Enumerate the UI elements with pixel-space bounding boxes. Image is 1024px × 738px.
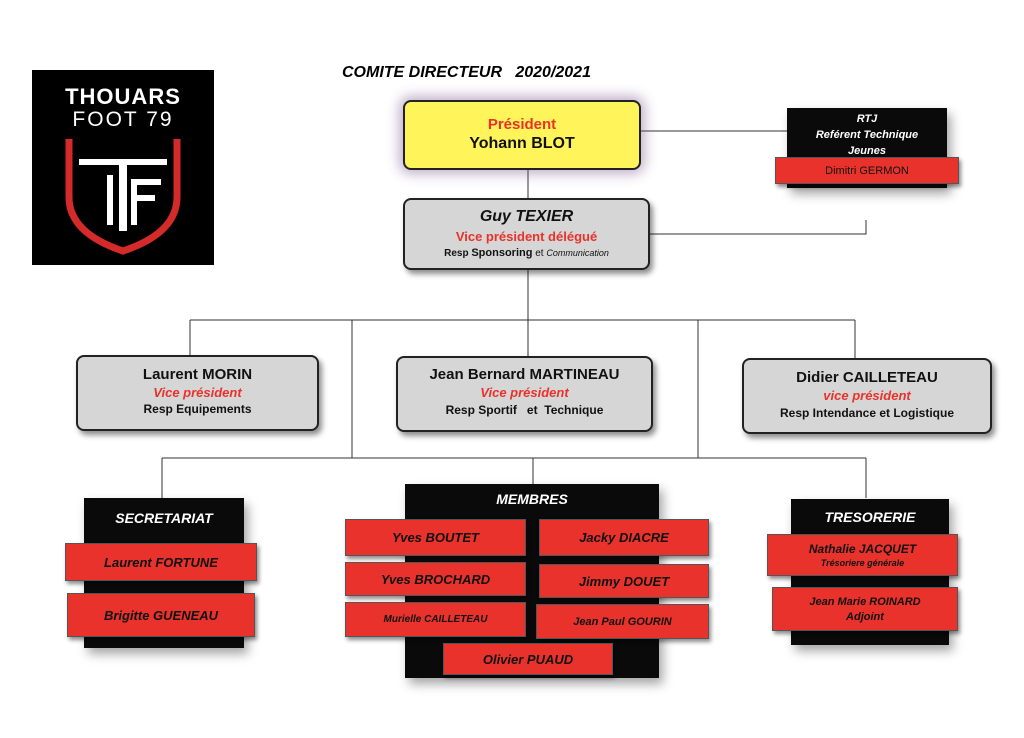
vp-delegue-resp-d: Communication [546,248,609,258]
member-name: Jean Marie ROINARD [809,595,921,608]
member-name: Jimmy DOUET [578,573,670,589]
member-name: Yves BOUTET [392,530,479,545]
rtj-line1: RTJ [856,113,878,125]
vp-box-3: Didier CAILLETEAU vice président Resp In… [742,358,992,434]
membres-member-2: Jacky DIACRE [539,519,709,556]
member-role: Adjoint [846,610,884,623]
vp-resp: Resp Sportif et Technique [445,403,604,417]
member-name: Nathalie JACQUET [808,542,917,556]
rtj-member-name: Dimitri GERMON [825,164,909,177]
rtj-member: Dimitri GERMON [775,157,959,184]
membres-member-3: Yves BROCHARD [345,562,526,596]
vp-resp: Resp Equipements [143,402,252,416]
membres-member-1: Yves BOUTET [345,519,526,556]
vp-delegue-box: Guy TEXIER Vice président délégué Resp S… [403,198,650,270]
president-name: Yohann BLOT [469,135,575,152]
logo-line2: FOOT 79 [72,108,174,131]
vp-role: Vice président [480,385,569,400]
membres-member-6: Jean Paul GOURIN [536,604,709,639]
club-logo: THOUARS FOOT 79 [32,70,214,265]
vp-box-2: Jean Bernard MARTINEAU Vice président Re… [396,356,653,432]
vp-box-1: Laurent MORIN Vice président Resp Equipe… [76,355,319,431]
secretariat-member-1: Laurent FORTUNE [65,543,257,581]
secretariat-member-2: Brigitte GUENEAU [67,593,255,637]
logo-line1: THOUARS [65,84,181,109]
vp-resp: Resp Intendance et Logistique [779,406,955,420]
member-name: Olivier PUAUD [482,651,574,667]
member-name: Murielle CAILLETEAU [383,614,488,625]
vp-delegue-resp-a: Resp [444,248,472,259]
vp-name: Jean Bernard MARTINEAU [429,366,620,383]
tf-crest-icon [65,139,181,255]
vp-delegue-role: Vice président délégué [455,229,598,244]
vp-delegue-resp-b: Sponsoring [471,247,533,259]
page-title: COMITE DIRECTEUR 2020/2021 [342,64,591,81]
vp-role: vice président [823,388,911,403]
rtj-line3: Jeunes [848,145,886,157]
rtj-line2: Reférent Technique [815,129,919,141]
membres-member-7: Olivier PUAUD [443,643,613,675]
vp-role: Vice président [153,385,242,400]
tresorerie-member-1: Nathalie JACQUET Trésoriere générale [767,534,958,576]
member-name: Yves BROCHARD [380,571,491,587]
vp-delegue-resp-c: et [532,248,547,259]
member-name: Brigitte GUENEAU [103,607,219,623]
member-name: Jacky DIACRE [579,530,669,545]
member-name: Laurent FORTUNE [104,554,218,570]
membres-title: MEMBRES [496,491,568,507]
president-box: Président Yohann BLOT [403,100,641,170]
president-role: Président [487,116,557,133]
vp-delegue-name: Guy TEXIER [479,208,574,225]
tresorerie-member-2: Jean Marie ROINARD Adjoint [772,587,958,631]
member-name: Jean Paul GOURIN [573,615,672,628]
membres-member-4: Jimmy DOUET [539,564,709,598]
vp-delegue-resp: Resp Sponsoring et Communication [405,247,648,259]
vp-name: Laurent MORIN [142,366,253,383]
secretariat-title: SECRETARIAT [115,510,213,526]
vp-name: Didier CAILLETEAU [796,369,938,386]
membres-member-5: Murielle CAILLETEAU [345,602,526,637]
member-role: Trésoriere générale [820,558,905,568]
tresorerie-title: TRESORERIE [824,509,916,525]
